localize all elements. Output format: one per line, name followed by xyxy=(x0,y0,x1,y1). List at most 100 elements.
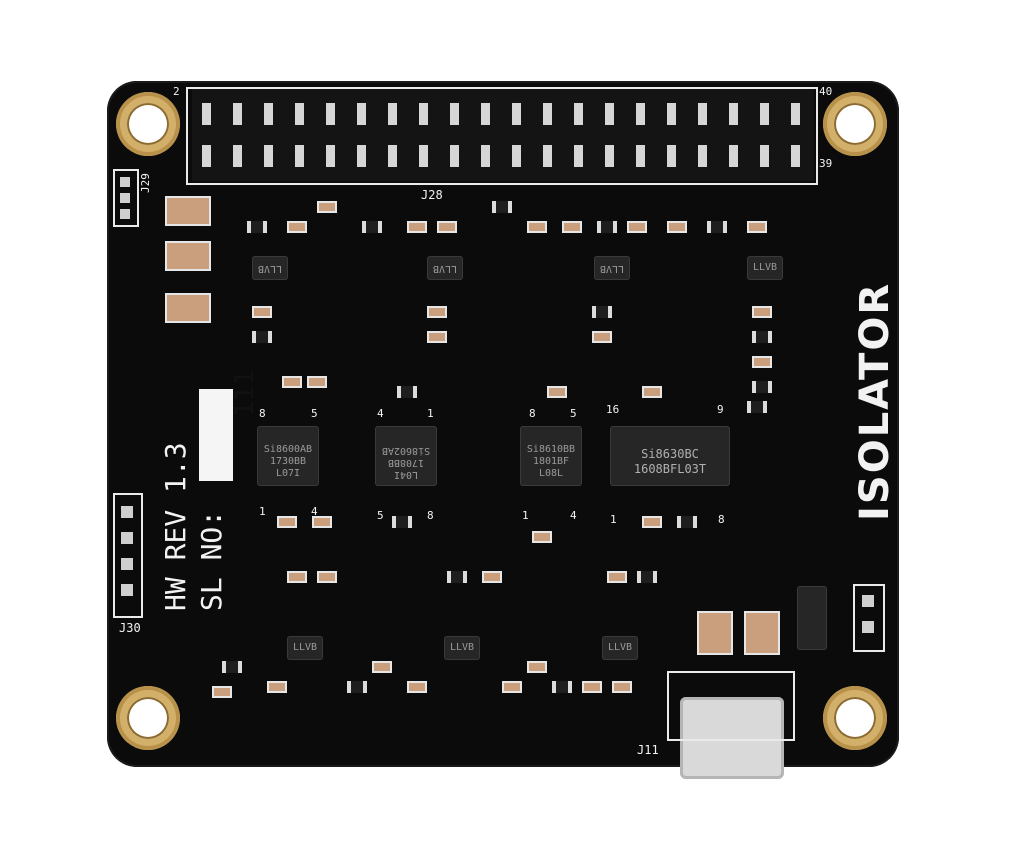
header-pin xyxy=(295,103,304,125)
connector-j29[interactable] xyxy=(113,169,139,227)
chip-1-line-3: L07I xyxy=(275,468,301,479)
regulator-marking: LLVB xyxy=(449,642,475,653)
capacitor xyxy=(482,571,502,583)
header-pin xyxy=(419,103,428,125)
regulator-bottom-3: LLVB xyxy=(602,636,638,660)
header-pin-39-label: 39 xyxy=(819,157,833,170)
chip-4-line-2: 1608BFL03T xyxy=(633,462,707,476)
capacitor xyxy=(165,241,211,271)
header-pin xyxy=(543,103,552,125)
j30-pin xyxy=(121,506,133,518)
capacitor xyxy=(212,686,232,698)
capacitor xyxy=(165,196,211,226)
header-pin xyxy=(512,145,521,167)
header-pin xyxy=(760,103,769,125)
gpio-header-j28[interactable] xyxy=(192,89,814,181)
right-header-pin xyxy=(862,621,874,633)
regulator-top-2: LLVB xyxy=(427,256,463,280)
isolator-chip-3: Si8610BB 1801BF L08L xyxy=(520,426,582,486)
resistor xyxy=(347,681,367,693)
header-pin xyxy=(729,145,738,167)
header-pin xyxy=(264,103,273,125)
header-pin xyxy=(760,145,769,167)
j29-pin xyxy=(120,193,130,203)
capacitor xyxy=(747,221,767,233)
regulator-marking: LLVB xyxy=(432,263,458,274)
capacitor xyxy=(502,681,522,693)
isolator-chip-1: Si8600AB 1730BB L07I xyxy=(257,426,319,486)
regulator-marking: LLVB xyxy=(752,262,778,273)
j29-pin xyxy=(120,177,130,187)
header-pin xyxy=(233,103,242,125)
regulator-top-4: LLVB xyxy=(747,256,783,280)
header-pin xyxy=(481,145,490,167)
resistor xyxy=(362,221,382,233)
header-pin xyxy=(543,145,552,167)
regulator-marking: LLVB xyxy=(607,642,633,653)
regulator-marking: LLVB xyxy=(292,642,318,653)
capacitor xyxy=(427,331,447,343)
header-pin xyxy=(357,103,366,125)
capacitor xyxy=(407,681,427,693)
chip-1-line-1: Si8600AB xyxy=(263,444,313,455)
capacitor xyxy=(407,221,427,233)
header-pin xyxy=(388,103,397,125)
chip-2-pin-label: 4 xyxy=(377,407,384,420)
header-pin-2-label: 2 xyxy=(173,85,180,98)
j30-pin xyxy=(121,558,133,570)
capacitor xyxy=(752,356,772,368)
resistor xyxy=(707,221,727,233)
header-pin-40-label: 40 xyxy=(819,85,833,98)
capacitor xyxy=(744,611,780,655)
header-pin xyxy=(698,103,707,125)
capacitor xyxy=(592,331,612,343)
chip-1-pin-label: 8 xyxy=(259,407,266,420)
capacitor xyxy=(252,306,272,318)
resistor xyxy=(222,661,242,673)
capacitor xyxy=(527,221,547,233)
resistor xyxy=(592,306,612,318)
regulator-bottom-2: LLVB xyxy=(444,636,480,660)
header-pin xyxy=(326,103,335,125)
chip-2-line-3: L04I xyxy=(393,469,419,480)
chip-4-pin-label: 1 xyxy=(610,513,617,526)
connector-j30[interactable] xyxy=(113,493,143,618)
chip-4-line-1: Si8630BC xyxy=(641,447,699,461)
capacitor xyxy=(287,221,307,233)
regulator-top-1: LLVB xyxy=(252,256,288,280)
chip-4-pin-label: 9 xyxy=(717,403,724,416)
isolator-chip-4: Si8630BC 1608BFL03T xyxy=(610,426,730,486)
chip-4-pin-label: 16 xyxy=(606,403,620,416)
connector-right-header[interactable] xyxy=(853,584,885,652)
header-pin xyxy=(357,145,366,167)
resistor xyxy=(752,381,772,393)
chip-1-pin-label: 1 xyxy=(259,505,266,518)
usb-c-connector-j11[interactable] xyxy=(680,697,784,779)
resistor xyxy=(397,386,417,398)
header-pin xyxy=(605,103,614,125)
capacitor xyxy=(607,571,627,583)
header-pin xyxy=(388,145,397,167)
header-pin xyxy=(481,103,490,125)
header-pin xyxy=(667,145,676,167)
header-pin xyxy=(605,145,614,167)
header-pin xyxy=(233,145,242,167)
chip-2-line-1: Si8602AB xyxy=(381,445,431,456)
header-pin xyxy=(264,145,273,167)
resistor xyxy=(752,331,772,343)
capacitor xyxy=(267,681,287,693)
resistor xyxy=(247,221,267,233)
chip-3-pin-label: 5 xyxy=(570,407,577,420)
header-pin xyxy=(295,145,304,167)
resistor xyxy=(392,516,412,528)
j30-pin xyxy=(121,532,133,544)
serial-number-label: SL NO: xyxy=(195,509,228,611)
resistor xyxy=(492,201,512,213)
pcb-board: 2 40 39 J28 J29 J30 ISOLATOR HW REV 1.3 … xyxy=(107,81,899,779)
capacitor xyxy=(282,376,302,388)
header-pin xyxy=(636,145,645,167)
regulator-marking: LLVB xyxy=(257,263,283,274)
header-pin xyxy=(729,103,738,125)
capacitor xyxy=(277,516,297,528)
resistor xyxy=(747,401,767,413)
